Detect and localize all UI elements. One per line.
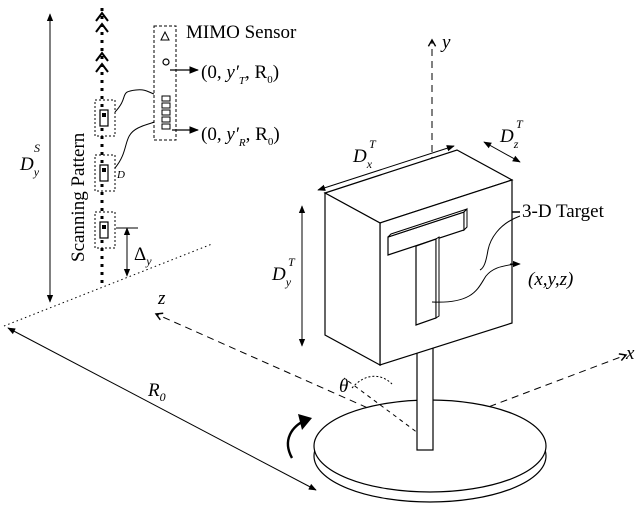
target-label: 3-D Target	[522, 201, 605, 222]
y-axis-label: y	[440, 32, 451, 53]
scan-position-3	[94, 211, 116, 249]
target-height-dimension: Dy T	[271, 205, 306, 347]
target-width-dimension: Dx T	[317, 137, 455, 191]
range-label: R0	[147, 380, 166, 404]
scan-position-1	[94, 99, 116, 137]
sensor-callout-curve	[114, 121, 155, 169]
target-depth-dimension: Dz T	[483, 117, 524, 163]
step-spacing-label: Δy	[134, 244, 152, 268]
rotation-angle-arc	[351, 375, 393, 389]
mimo-sensor-label: MIMO Sensor	[186, 22, 297, 43]
target-callout-curve	[479, 215, 521, 271]
range-dimension: R0	[7, 327, 317, 491]
target-height-label-sup: T	[288, 255, 296, 269]
turntable-to-sensor-line	[343, 377, 423, 437]
mimo-sensor: MIMO Sensor (0, y′T, R0) (0, y′R, R0)	[153, 22, 297, 149]
target-width-label: Dx	[352, 146, 373, 171]
scanning-pattern-label: Scanning Pattern	[68, 132, 89, 262]
target-box-front-face	[324, 191, 381, 367]
tx-coordinate-label: (0, y′T, R0)	[201, 62, 279, 87]
rx-coordinate-label: (0, y′R, R0)	[201, 124, 280, 149]
scan-direction-chevron	[95, 51, 109, 62]
scan-step-marker: D	[116, 169, 125, 181]
tx-antenna-element	[162, 58, 170, 66]
scanning-aperture: D Dy S Scanning Pattern Δy	[3, 8, 213, 327]
range-arrow	[7, 327, 317, 491]
target-depth-label: Dz	[499, 126, 519, 151]
rotation-arrow-head	[298, 414, 312, 430]
rotation-angle-label: θ	[339, 376, 348, 397]
target-depth-label-sup: T	[516, 117, 524, 131]
point-callout-curve	[431, 263, 515, 303]
point-label: (x,y,z)	[528, 269, 573, 290]
z-axis-label: z	[157, 288, 166, 309]
target-width-label-sup: T	[369, 137, 377, 151]
rx-antenna-array	[161, 95, 171, 130]
x-axis-label: x	[625, 343, 635, 364]
tx-antenna-icon	[160, 30, 170, 41]
target-callout: 3-D Target	[479, 201, 605, 271]
mimo-sensor-body	[153, 25, 177, 141]
ground-reference-line	[3, 243, 213, 327]
scan-position-2	[94, 154, 116, 192]
point-callout: (x,y,z)	[431, 260, 573, 303]
sensor-callout-curve	[114, 89, 155, 113]
target-letter-t	[387, 207, 468, 326]
scan-direction-chevron	[95, 62, 109, 73]
scan-length-label: Dy	[19, 154, 40, 179]
target-box	[323, 149, 514, 367]
scan-direction-chevron	[95, 11, 109, 22]
target-height-label: Dy	[271, 264, 292, 289]
scan-length-label-sup: S	[34, 141, 40, 155]
scan-direction-chevron	[95, 22, 109, 33]
